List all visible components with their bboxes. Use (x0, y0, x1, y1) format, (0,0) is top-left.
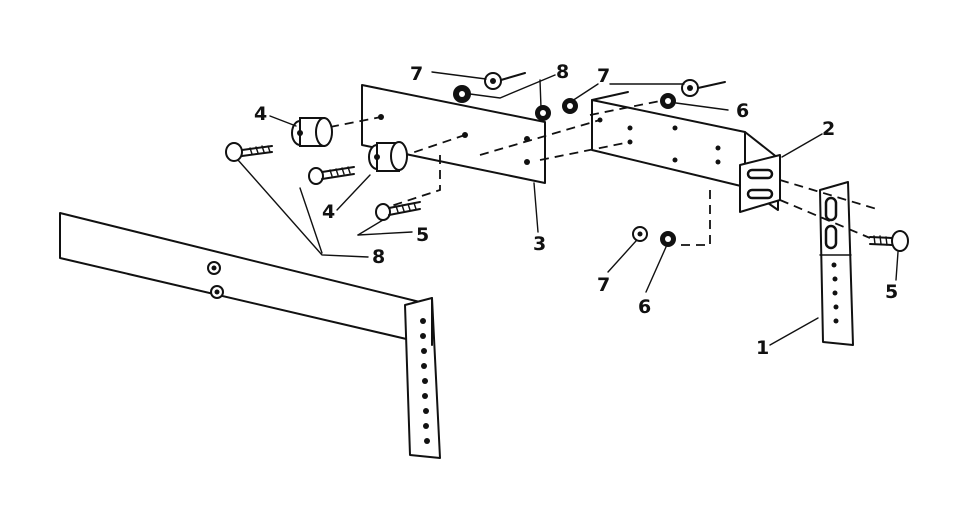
nut-icon (535, 105, 551, 121)
washer-icon (562, 98, 578, 114)
spacer-icon (291, 117, 333, 147)
callout-2: 2 (822, 118, 835, 140)
callout-7: 7 (597, 65, 610, 87)
callout-5: 5 (885, 281, 898, 303)
callout-1: 1 (756, 337, 769, 359)
callout-5: 5 (416, 224, 429, 246)
bolt-icon (375, 201, 421, 221)
spacer-icon (368, 141, 408, 172)
callout-4: 4 (254, 103, 267, 125)
callout-7: 7 (597, 274, 610, 296)
rail-nut-icon (207, 261, 224, 299)
callout-4: 4 (322, 201, 335, 223)
washer-icon (681, 79, 726, 97)
bolt-icon (869, 230, 909, 252)
callout-numbers: 7 8 7 6 4 2 4 5 3 8 7 6 5 1 (254, 61, 898, 359)
vertical-leg (819, 181, 854, 346)
leader-lines (237, 71, 899, 346)
bolt-icon (308, 166, 355, 185)
long-rail-bracket (59, 212, 441, 459)
callout-6: 6 (638, 296, 651, 318)
assembly-lines (329, 97, 881, 246)
bolt-icon (225, 142, 273, 162)
rail-flange-holes (420, 318, 430, 444)
center-plate (361, 84, 546, 184)
washer-icon (632, 226, 648, 242)
callout-8: 8 (372, 246, 385, 268)
nut-icon (453, 85, 471, 103)
callout-8: 8 (556, 61, 569, 83)
nut-icon (660, 231, 676, 247)
callout-3: 3 (533, 233, 546, 255)
washer-icon (484, 72, 526, 90)
callout-7: 7 (410, 63, 423, 85)
nut-icon (660, 93, 676, 109)
callout-6: 6 (736, 100, 749, 122)
